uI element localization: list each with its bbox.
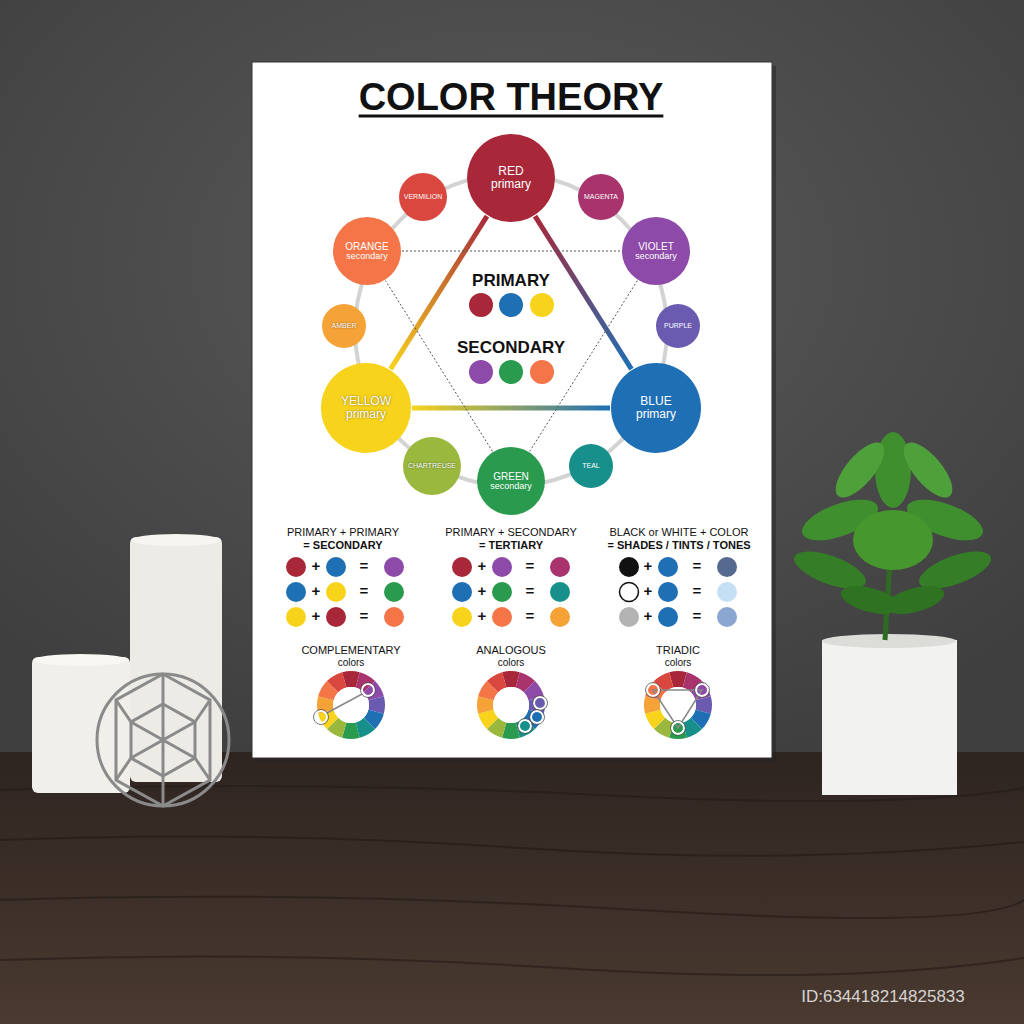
- wheel-marker: [534, 697, 546, 709]
- color-circle: VIOLETsecondary: [622, 217, 690, 285]
- wheel-center: [660, 687, 696, 723]
- primary-triangle-edge: [412, 406, 610, 411]
- rule-heading: = TERTIARY: [479, 539, 543, 551]
- rule-heading: PRIMARY + PRIMARY: [287, 526, 399, 538]
- harmony-heading: ANALOGOUS: [476, 644, 546, 656]
- color-circle: PURPLE: [656, 304, 700, 348]
- circle-label: VIOLET: [638, 241, 674, 252]
- harmony-heading: TRIADIC: [656, 644, 700, 656]
- rule-heading: BLACK or WHITE + COLOR: [609, 526, 748, 538]
- circle-label: GREEN: [493, 471, 529, 482]
- circle-label: VERMILION: [404, 193, 443, 201]
- wheel-marker: [647, 684, 659, 696]
- plus-sign: +: [644, 608, 653, 625]
- plus-sign: +: [644, 558, 653, 575]
- rule-heading: PRIMARY + SECONDARY: [445, 526, 577, 538]
- geodesic-sphere: [97, 674, 229, 806]
- secondary-triangle-edge: [402, 251, 621, 252]
- color-circle: CHARTREUSE: [403, 437, 461, 495]
- wood-grain: [0, 786, 1024, 975]
- complement-line: [325, 693, 364, 714]
- color-circle: REDprimary: [467, 134, 555, 222]
- wheel-marker-outline: [695, 683, 710, 698]
- harmony-subheading: colors: [338, 657, 365, 668]
- equals-sign: =: [360, 608, 369, 625]
- circle-label: secondary: [346, 252, 388, 262]
- wheel-marker: [315, 711, 327, 723]
- plus-sign: +: [478, 608, 487, 625]
- wheel-segment: [669, 722, 687, 739]
- plant-leaves: [790, 432, 996, 640]
- candle-top: [131, 534, 221, 546]
- equals-sign: =: [693, 558, 702, 575]
- circle-label: primary: [636, 408, 676, 421]
- color-circle: AMBER: [322, 304, 366, 348]
- secondary-swatches: [469, 360, 554, 384]
- circle-label: MAGENTA: [584, 193, 618, 201]
- harmony-heading: COMPLEMENTARY: [301, 644, 400, 656]
- harmony-subheading: colors: [498, 657, 525, 668]
- wheel-marker-outline: [671, 721, 686, 736]
- color-circle: ORANGEsecondary: [333, 217, 401, 285]
- equals-sign: =: [526, 583, 535, 600]
- circle-label: TEAL: [582, 462, 600, 470]
- wheel-marker-outline: [361, 683, 376, 698]
- wheel-marker-outline: [518, 719, 533, 734]
- color-wheels: [314, 671, 712, 739]
- plus-sign: +: [478, 558, 487, 575]
- candle-top: [33, 654, 129, 666]
- section-heading: SECONDARY: [457, 339, 565, 358]
- equals-sign: =: [360, 583, 369, 600]
- wheel-marker: [531, 711, 543, 723]
- pot-rim: [822, 634, 956, 648]
- equals-sign: =: [360, 558, 369, 575]
- color-circle: YELLOWprimary: [321, 363, 411, 453]
- wheel-marker: [519, 720, 531, 732]
- tall-candle: [130, 537, 222, 782]
- color-circle: BLUEprimary: [611, 363, 701, 453]
- circle-label: secondary: [635, 252, 677, 262]
- plus-sign: +: [312, 608, 321, 625]
- primary-swatches: [469, 293, 554, 317]
- circle-label: secondary: [490, 482, 532, 492]
- plant-pot: [822, 640, 957, 795]
- equals-sign: =: [693, 608, 702, 625]
- circle-label: BLUE: [640, 395, 671, 408]
- harmony-subheading: colors: [665, 657, 692, 668]
- plus-sign: +: [312, 558, 321, 575]
- color-circle: GREENsecondary: [477, 447, 545, 515]
- wheel-center: [493, 687, 529, 723]
- wheel-marker: [696, 684, 708, 696]
- wheel-marker: [672, 722, 684, 734]
- color-circle: MAGENTA: [578, 174, 624, 220]
- wheel-marker-outline: [533, 696, 548, 711]
- equals-sign: =: [693, 583, 702, 600]
- circle-label: RED: [498, 165, 523, 178]
- wheel-marker-outline: [646, 683, 661, 698]
- circle-label: AMBER: [332, 322, 357, 330]
- rule-heading: = SHADES / TINTS / TONES: [607, 539, 750, 551]
- circle-label: YELLOW: [341, 395, 391, 408]
- rule-heading: = SECONDARY: [303, 539, 382, 551]
- color-circle: VERMILION: [399, 173, 448, 222]
- wheel-marker-outline: [314, 710, 329, 725]
- circle-label: primary: [346, 408, 386, 421]
- equals-sign: =: [526, 558, 535, 575]
- circle-label: ORANGE: [345, 241, 388, 252]
- wheel-marker: [362, 684, 374, 696]
- poster-title: COLOR THEORY: [359, 76, 664, 119]
- circle-label: PURPLE: [664, 322, 692, 330]
- plus-sign: +: [478, 583, 487, 600]
- mixing-swatches: [286, 557, 737, 627]
- section-heading: PRIMARY: [472, 272, 550, 291]
- poster: [252, 62, 772, 758]
- circle-label: CHARTREUSE: [408, 462, 456, 470]
- circle-label: primary: [491, 178, 531, 191]
- equals-sign: =: [526, 608, 535, 625]
- color-circle: TEAL: [569, 444, 613, 488]
- plus-sign: +: [312, 583, 321, 600]
- plus-sign: +: [644, 583, 653, 600]
- watermark: ID:634418214825833: [801, 988, 965, 1007]
